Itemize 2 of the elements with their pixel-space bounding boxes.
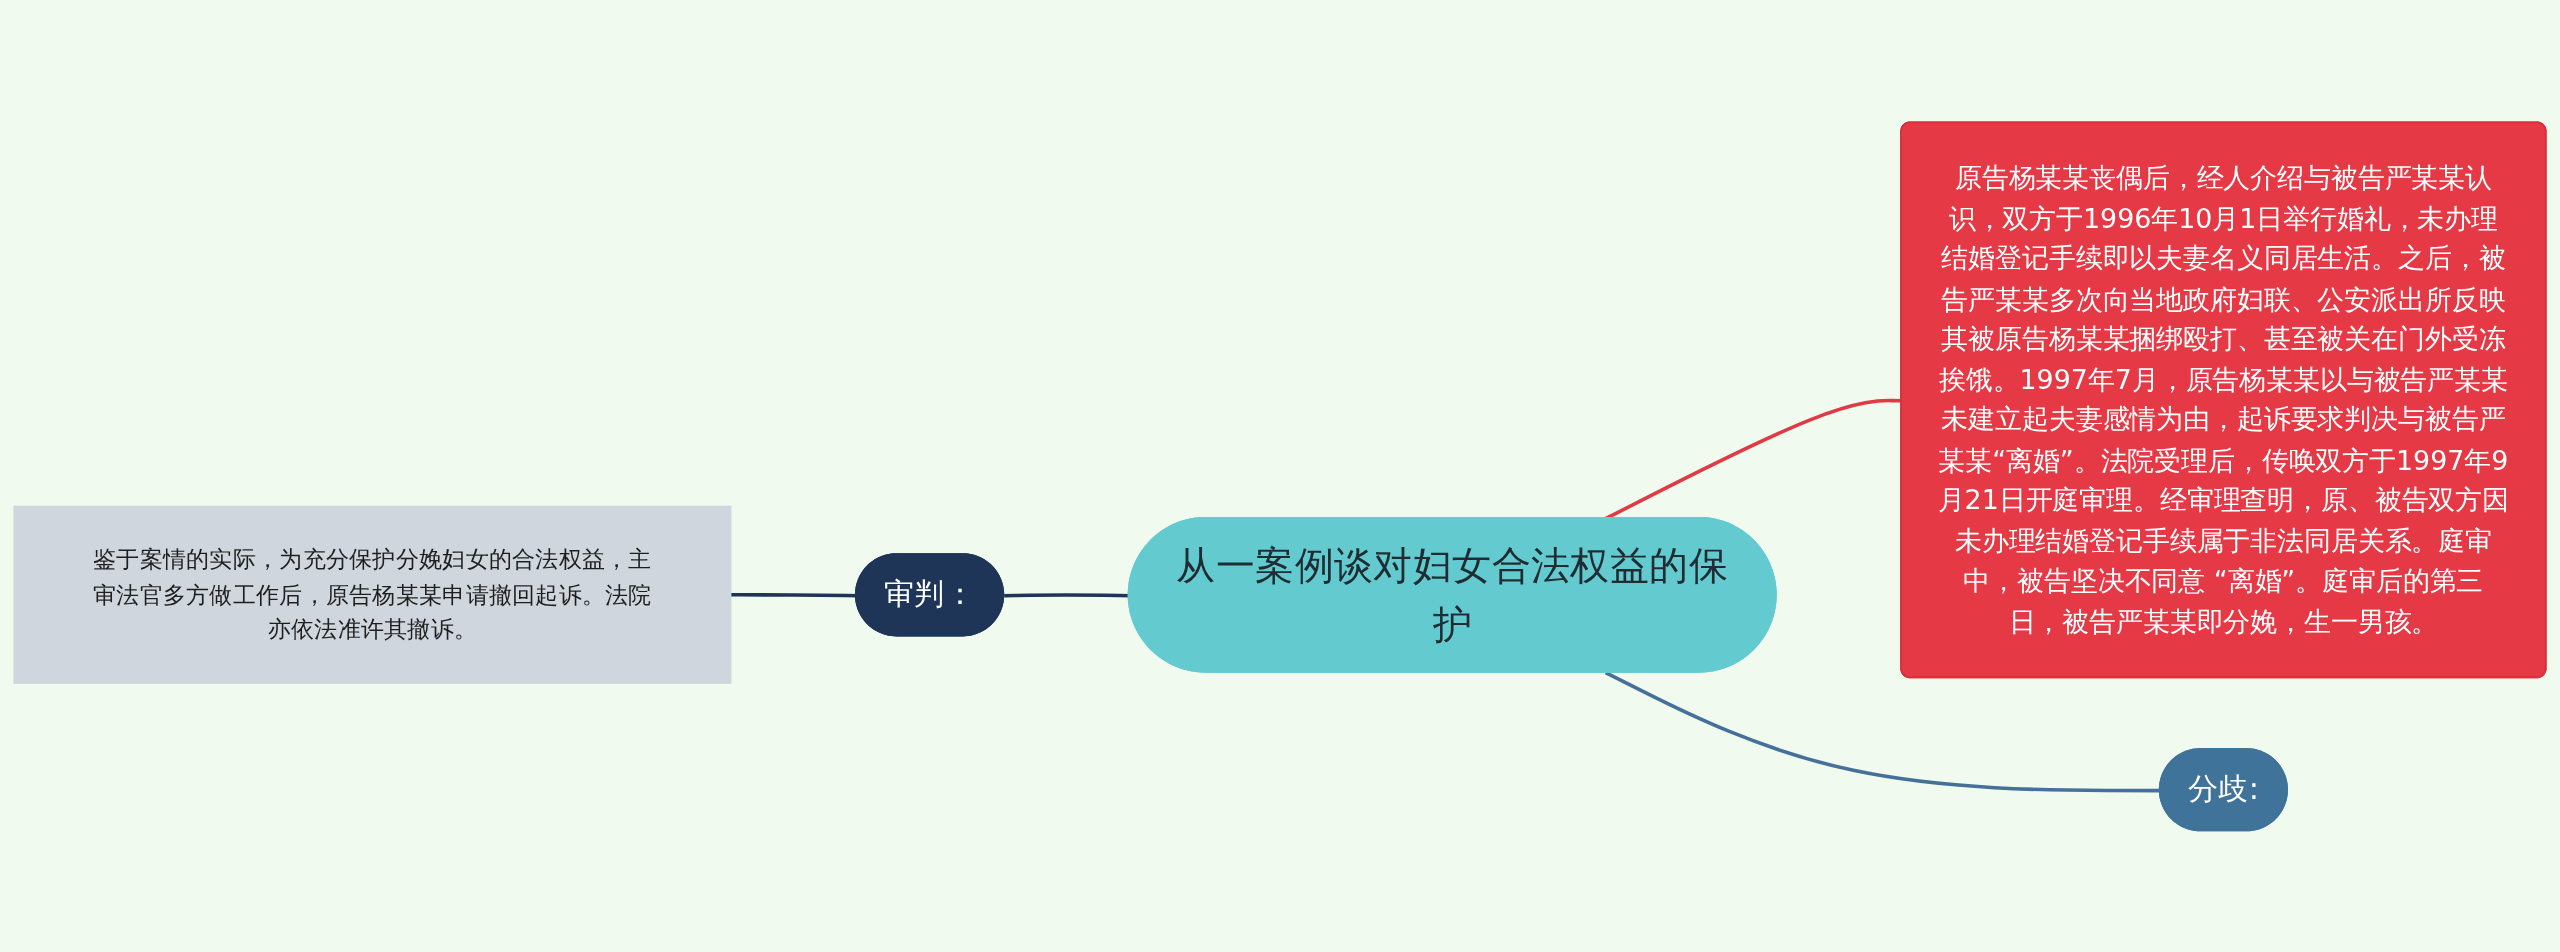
- node-box: 鉴于案情的实际，为充分保护分娩妇女的合法权益，主审法官多方做工作后，原告杨某某申请撤回起诉。法院亦依法准许其撤诉。: [13, 505, 732, 684]
- connector: [730, 592, 857, 598]
